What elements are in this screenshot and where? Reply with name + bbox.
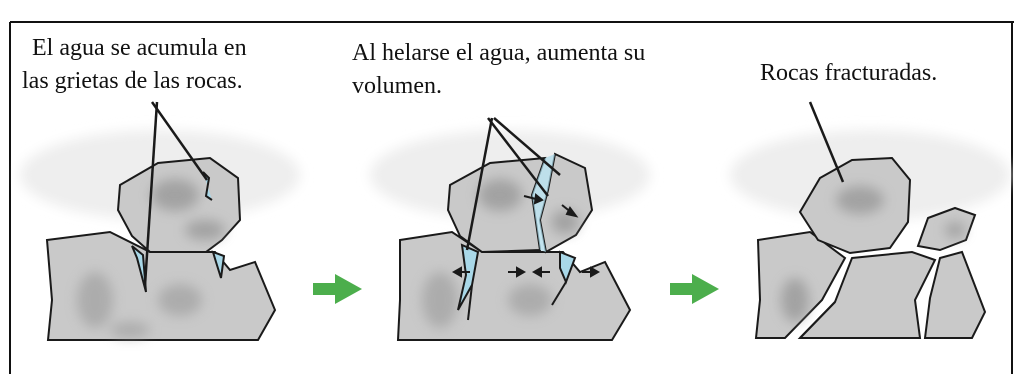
caption-step2-line2: volumen. (352, 73, 442, 99)
rock-piece-right (923, 250, 987, 339)
caption-step1-line2: las grietas de las rocas. (22, 68, 243, 94)
panel-water-accumulates (20, 101, 300, 341)
caption-step2-line1: Al helarse el agua, aumenta su (352, 40, 645, 66)
expansion-arrows (451, 193, 601, 278)
pointer-line (808, 101, 845, 183)
panel-water-expands (370, 117, 650, 341)
caption-step1-line1: El agua se acumula en (32, 35, 247, 61)
arrow-right-icon (313, 274, 362, 304)
panel-fractured-rocks (730, 101, 1010, 339)
diagram-frame (9, 21, 1014, 374)
caption-step3-line1: Rocas fracturadas. (760, 60, 937, 86)
arrow-right-icon (670, 274, 719, 304)
pointer-lines (143, 101, 209, 286)
